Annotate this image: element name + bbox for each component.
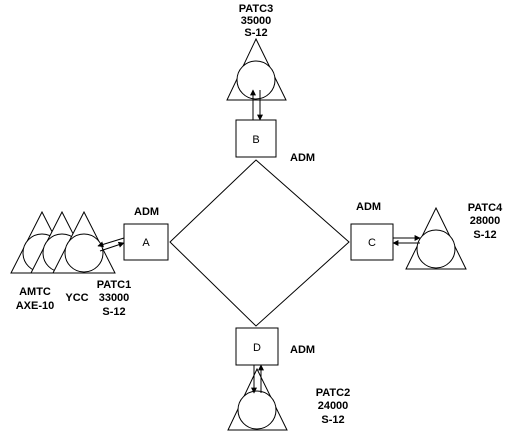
link-arrow-a-to-patc1 (97, 237, 125, 248)
adm-type-label-d: ADM (290, 344, 315, 356)
exchange-patc1[interactable] (52, 210, 116, 274)
patc3-system: S-12 (244, 27, 267, 39)
adm-node-b[interactable]: B (235, 119, 277, 158)
adm-node-a[interactable]: A (123, 223, 169, 261)
exchange-patc3[interactable] (226, 37, 287, 101)
patc1-capacity: 33000 (99, 292, 130, 304)
adm-node-c-label: C (368, 237, 376, 249)
exchange-circle-patc1 (64, 233, 104, 273)
exchange-circle-patc4 (416, 229, 456, 269)
adm-box-d (235, 327, 279, 366)
amtc-system: AXE-10 (16, 300, 55, 312)
ycc-name: YCC (65, 292, 88, 304)
patc2-system: S-12 (321, 414, 344, 426)
patc3-capacity: 35000 (241, 15, 272, 27)
adm-node-d[interactable]: D (235, 327, 279, 366)
adm-node-a-label: A (142, 237, 150, 249)
patc4-capacity: 28000 (470, 215, 501, 227)
patc2-name: PATC2 (316, 387, 350, 399)
adm-node-d-label: D (253, 342, 261, 354)
link-arrow-patc1-to-a (99, 241, 125, 252)
patc2-capacity: 24000 (318, 400, 349, 412)
sdh-ring (169, 159, 350, 327)
adm-type-label-a: ADM (134, 206, 159, 218)
adm-box-a (123, 223, 169, 261)
patc3-name: PATC3 (239, 3, 273, 15)
exchange-circle-patc2 (237, 390, 277, 430)
exchange-patc2[interactable] (227, 367, 288, 431)
amtc-name: AMTC (19, 286, 51, 298)
adm-box-c (350, 223, 394, 261)
patc1-system: S-12 (102, 306, 125, 318)
patc4-system: S-12 (473, 229, 496, 241)
adm-node-c[interactable]: C (350, 223, 394, 261)
exchange-patc4[interactable] (405, 206, 467, 270)
adm-type-label-b: ADM (290, 152, 315, 164)
adm-type-label-c: ADM (356, 201, 381, 213)
patc4-name: PATC4 (468, 202, 503, 214)
patc1-name: PATC1 (97, 279, 131, 291)
adm-box-b (235, 119, 277, 158)
adm-node-b-label: B (252, 134, 259, 146)
exchange-circle-patc3 (236, 60, 276, 100)
